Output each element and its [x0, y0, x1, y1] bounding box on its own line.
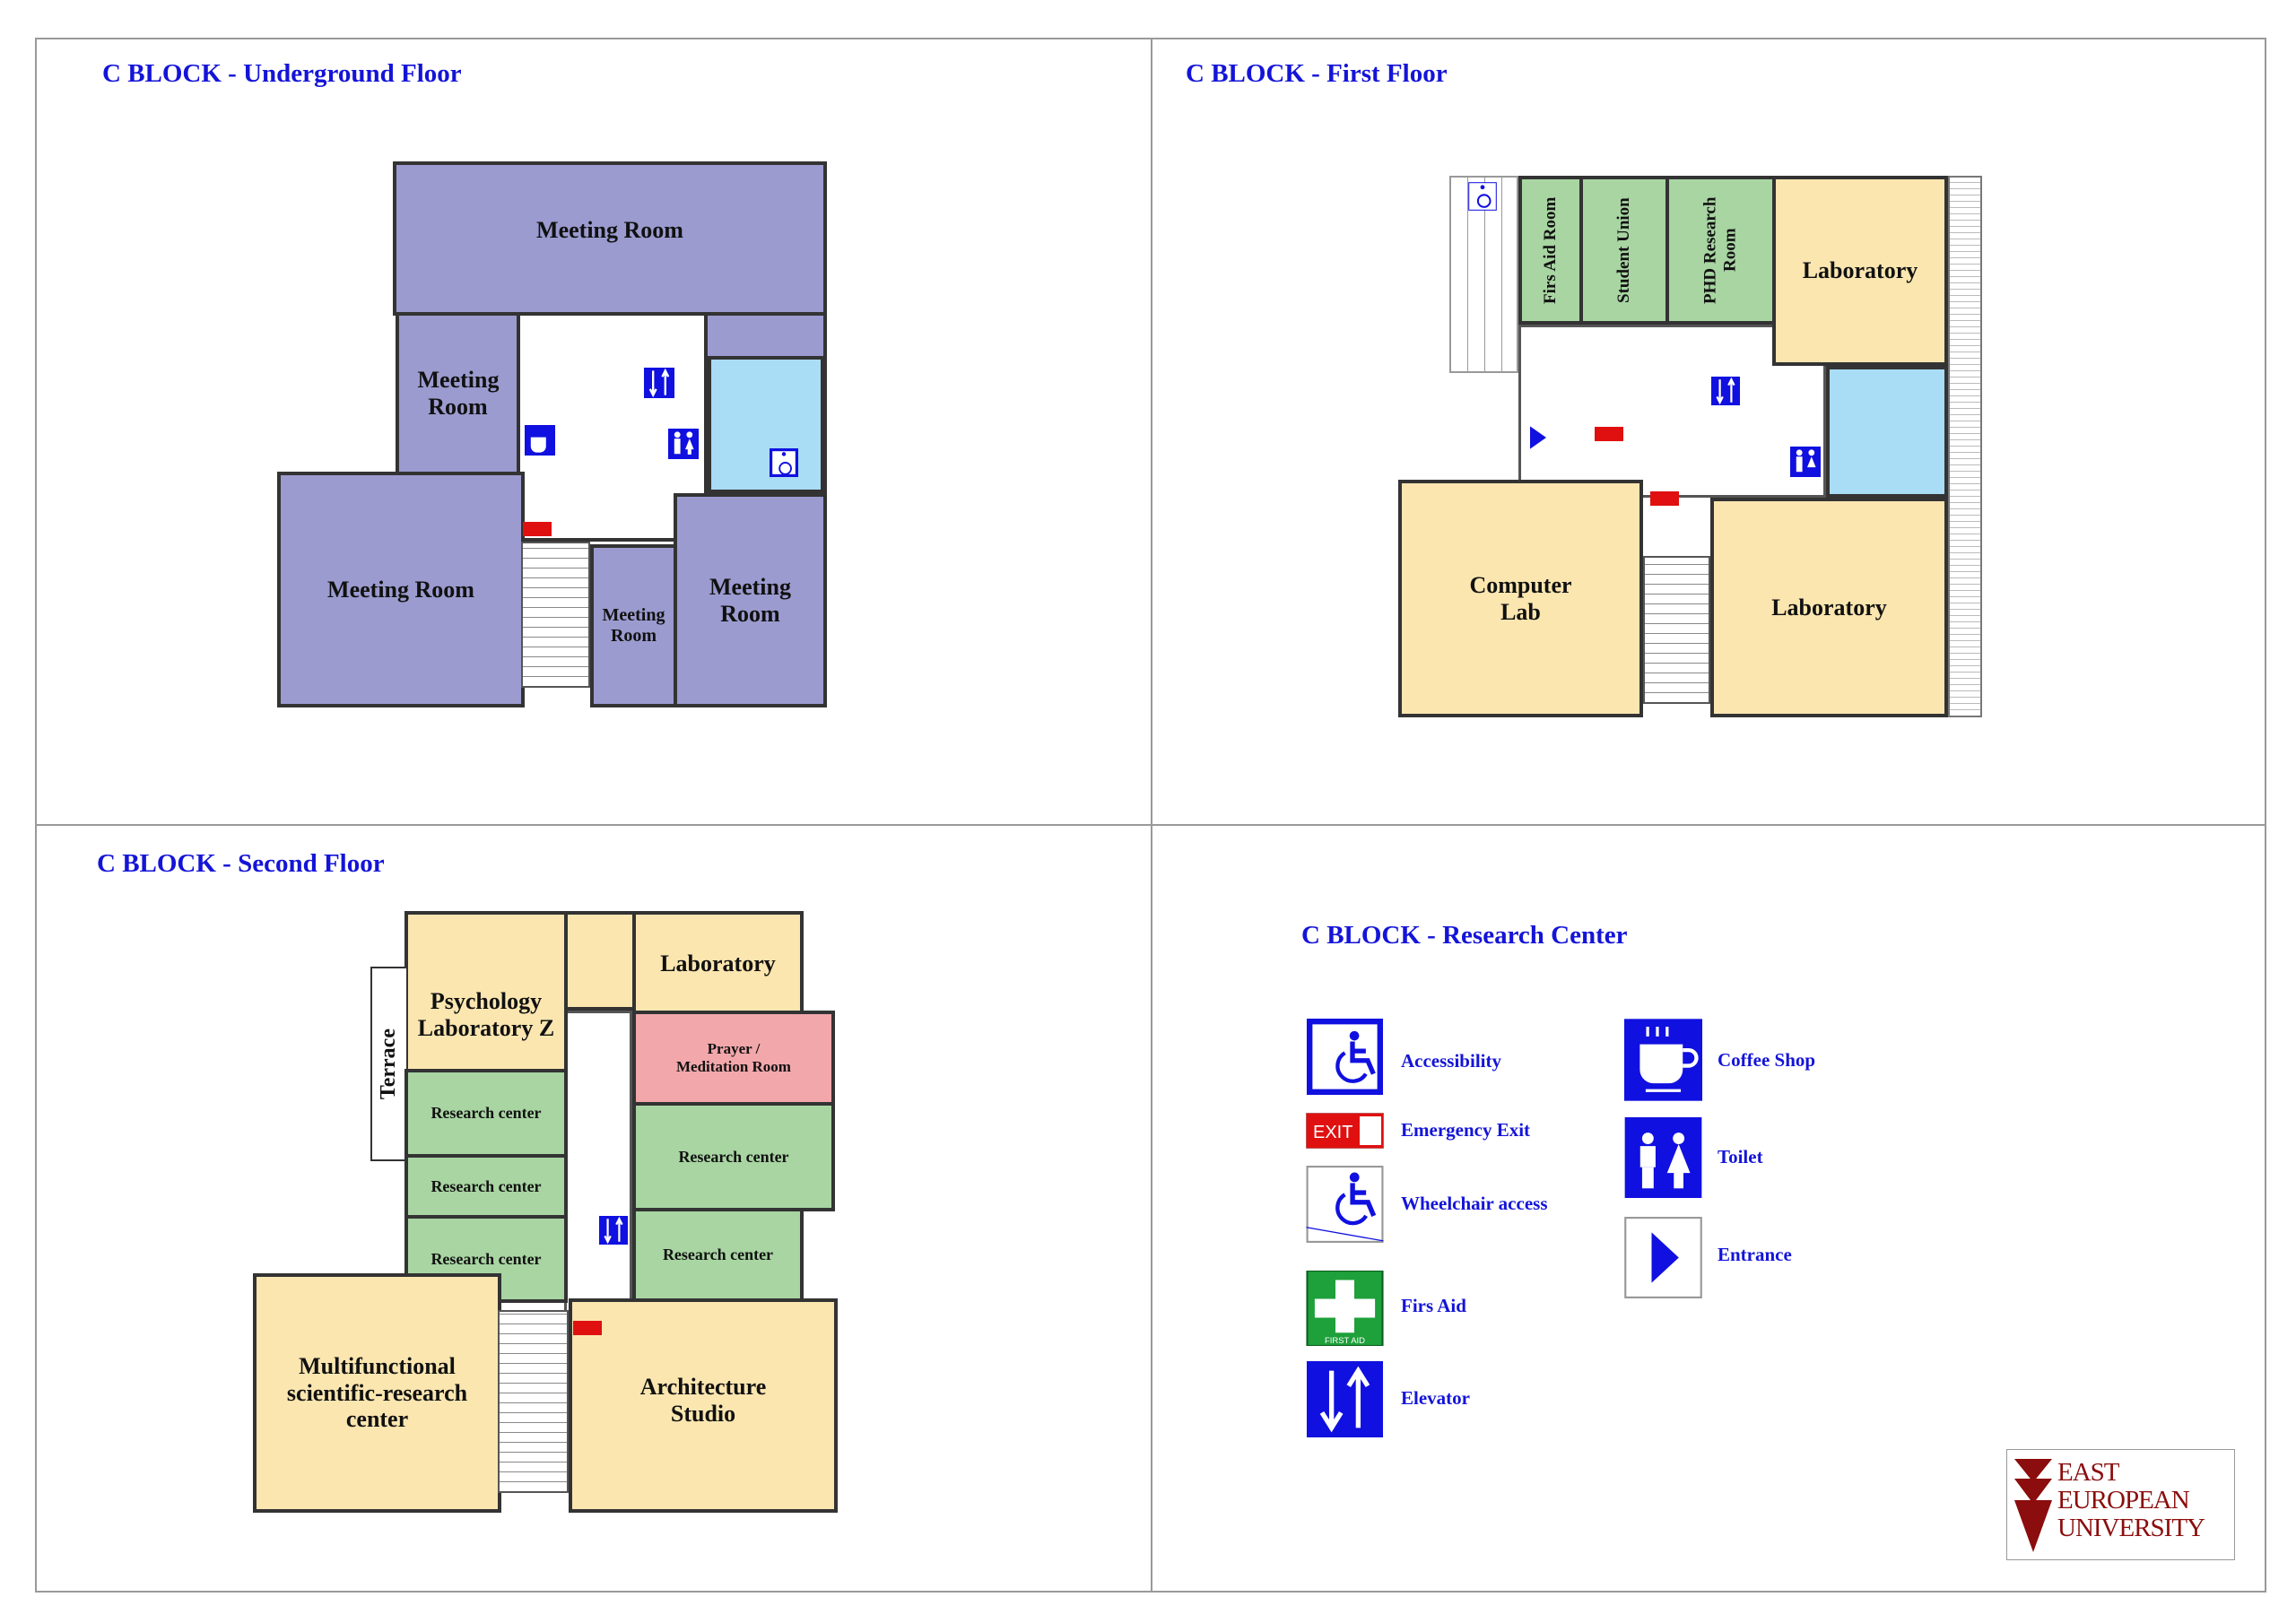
room-label: Meeting Room — [417, 367, 500, 420]
room-label: PHD Research Room — [1700, 196, 1740, 304]
room-label: Laboratory — [1802, 257, 1918, 284]
emergency-exit-icon: EXIT — [1306, 1113, 1384, 1149]
logo-line: UNIVERSITY — [2057, 1514, 2205, 1542]
room-psychology-lab[interactable]: Psychology Laboratory Z — [404, 911, 568, 1072]
logo-text: EAST EUROPEAN UNIVERSITY — [2057, 1459, 2205, 1542]
room-label: Student Union — [1614, 197, 1634, 303]
toilet-icon — [668, 429, 699, 459]
legend-label: Coffee Shop — [1718, 1049, 1816, 1071]
room-label: Meeting Room — [709, 573, 791, 627]
exit-icon-text: EXIT — [1313, 1123, 1352, 1142]
room-label: Laboratory — [1771, 594, 1887, 621]
room-prayer[interactable]: Prayer / Meditation Room — [632, 1011, 835, 1106]
university-logo: EAST EUROPEAN UNIVERSITY — [2006, 1449, 2235, 1560]
emergency-exit-icon — [573, 1321, 602, 1335]
room-research-right-2[interactable]: Research center — [632, 1208, 804, 1302]
room-label: Multifunctional scientific-research cent… — [286, 1352, 468, 1433]
emergency-exit-icon — [1595, 427, 1623, 441]
room-architecture-studio[interactable]: Architecture Studio — [569, 1298, 838, 1513]
room-label: Firs Aid Room — [1541, 196, 1561, 304]
legend-label: Entrance — [1718, 1244, 1792, 1265]
room-label: Terrace — [377, 1028, 401, 1100]
elevator-icon — [599, 1216, 628, 1245]
room-laboratory[interactable]: Laboratory — [632, 911, 804, 1014]
logo-triangles-icon — [2014, 1459, 2052, 1552]
room-first-aid[interactable]: Firs Aid Room — [1518, 176, 1583, 325]
room-meeting-left-small[interactable]: Meeting Room — [396, 312, 520, 475]
toilet-room — [1826, 366, 1948, 498]
logo-line: EUROPEAN — [2057, 1486, 2190, 1515]
room-small-storage — [564, 911, 636, 1011]
room-label: Research center — [430, 1249, 542, 1268]
emergency-exit-icon — [523, 522, 552, 536]
room-label: Meeting Room — [536, 217, 683, 243]
room-student-union[interactable]: Student Union — [1579, 176, 1669, 325]
legend-label: Wheelchair access — [1401, 1193, 1548, 1214]
stairs — [498, 1310, 569, 1493]
room-meeting-top[interactable]: Meeting Room — [393, 161, 827, 316]
room-research-left-1[interactable]: Research center — [404, 1069, 568, 1158]
first-aid-icon-text: FIRST AID — [1325, 1336, 1365, 1346]
room-computer-lab[interactable]: Computer Lab — [1398, 480, 1643, 717]
elevator-icon — [1306, 1361, 1384, 1437]
second-floor-title: C BLOCK - Second Floor — [97, 849, 385, 878]
elevator-icon — [644, 368, 674, 398]
first-aid-icon: FIRST AID — [1306, 1271, 1384, 1346]
room-label: Research center — [662, 1245, 774, 1264]
emergency-exit-icon — [1650, 491, 1679, 506]
wheelchair-access-icon — [1306, 1166, 1384, 1243]
toilet-icon — [1624, 1117, 1702, 1198]
legend-label: Toilet — [1718, 1146, 1763, 1167]
room-label: Research center — [430, 1176, 542, 1195]
legend-label: Elevator — [1401, 1387, 1470, 1409]
room-phd-research[interactable]: PHD Research Room — [1665, 176, 1776, 325]
entrance-icon — [1530, 426, 1546, 449]
coffee-shop-icon — [525, 425, 555, 456]
room-research-right-1[interactable]: Research center — [632, 1102, 835, 1211]
room-meeting-small[interactable]: Meeting Room — [590, 544, 677, 707]
room-label: Research center — [430, 1104, 542, 1123]
stairs — [521, 542, 590, 688]
room-multifunctional-center[interactable]: Multifunctional scientific-research cent… — [253, 1273, 501, 1513]
room-research-left-2[interactable]: Research center — [404, 1154, 568, 1219]
entrance-icon — [1624, 1217, 1702, 1298]
room-laboratory-bottom[interactable]: Laboratory — [1710, 498, 1948, 717]
room-label: Meeting Room — [327, 576, 474, 603]
accessibility-icon — [770, 448, 798, 477]
room-meeting-bottom-right[interactable]: Meeting Room — [674, 493, 827, 707]
divider-vertical — [1151, 38, 1152, 1593]
legend-label: Accessibility — [1401, 1050, 1501, 1072]
room-label: Meeting Room — [602, 605, 665, 646]
toilet-room — [708, 356, 824, 493]
coffee-shop-icon — [1624, 1019, 1702, 1101]
underground-floor-title: C BLOCK - Underground Floor — [102, 59, 462, 88]
divider-horizontal — [35, 824, 2266, 826]
logo-line: EAST — [2057, 1458, 2120, 1487]
room-label: Research center — [678, 1147, 789, 1166]
room-label: Architecture Studio — [639, 1374, 767, 1427]
room-label: Laboratory — [660, 950, 776, 976]
room-meeting-bottom-left[interactable]: Meeting Room — [277, 472, 525, 707]
elevator-icon — [1711, 377, 1740, 405]
room-label: Computer Lab — [1469, 571, 1572, 625]
legend-label: Firs Aid — [1401, 1295, 1466, 1316]
room-laboratory-top[interactable]: Laboratory — [1772, 176, 1948, 366]
outer-grid-strip — [1948, 176, 1982, 717]
wheelchair-access-icon — [1467, 181, 1498, 212]
first-floor-title: C BLOCK - First Floor — [1186, 59, 1448, 88]
research-center-title: C BLOCK - Research Center — [1301, 921, 1628, 950]
accessibility-icon — [1306, 1019, 1384, 1095]
room-label: Prayer / Meditation Room — [676, 1040, 791, 1075]
toilet-icon — [1790, 447, 1821, 477]
room-label: Psychology Laboratory Z — [417, 988, 555, 1042]
stairs — [1643, 556, 1710, 704]
terrace: Terrace — [370, 967, 408, 1161]
legend-label: Emergency Exit — [1401, 1119, 1531, 1141]
